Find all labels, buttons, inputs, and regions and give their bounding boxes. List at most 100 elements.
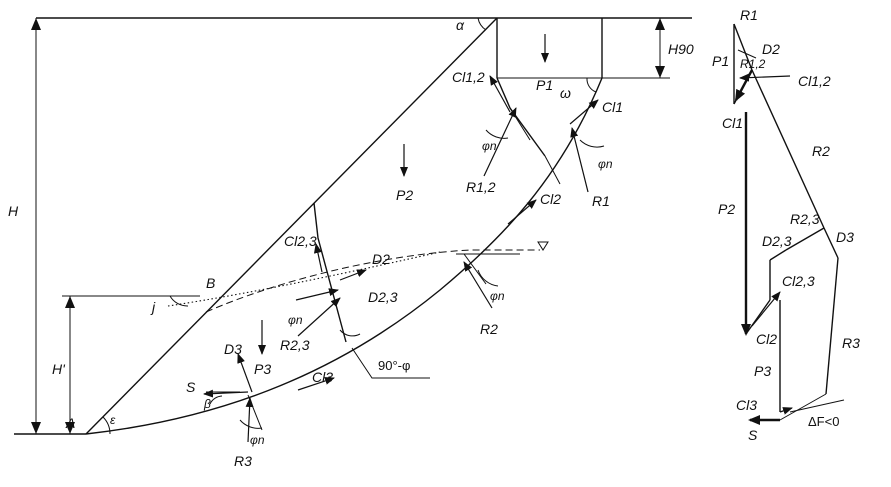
- poly-D2-seg: [737, 49, 757, 59]
- label-B: B: [206, 275, 215, 291]
- label-Cl1: Cl1: [602, 99, 623, 115]
- slope-face: [85, 17, 498, 435]
- label-Cl2: Cl2: [540, 191, 561, 207]
- poly-label-dF: ΔF<0: [808, 414, 839, 429]
- poly-R2: [751, 69, 825, 229]
- label-phin-2: φn: [490, 289, 505, 303]
- alpha-arc: [477, 17, 487, 31]
- poly-R23: [785, 227, 825, 251]
- label-Hprime: H': [52, 361, 66, 377]
- slope-labels: α H90 P1 ω Cl1,2 Cl1 φn φn R1,2 R1 P2 H …: [8, 17, 694, 469]
- epsilon-arc: [102, 416, 111, 435]
- arrow-Cl1: [569, 99, 599, 125]
- arrow-Cl2: [507, 199, 537, 225]
- slope-forces: [203, 34, 599, 443]
- label-D3: D3: [224, 341, 242, 357]
- ninety-phi-arc: [339, 329, 361, 337]
- arrow-S: [203, 389, 249, 398]
- failure-surface: [85, 77, 603, 435]
- label-j: j: [150, 299, 156, 315]
- label-omega: ω: [560, 85, 571, 101]
- poly-Cl2: [745, 299, 771, 335]
- poly-label-Cl3: Cl3: [736, 397, 757, 413]
- arrow-R1: [570, 127, 589, 193]
- poly-label-P2: P2: [718, 201, 735, 217]
- water-level-symbol: [537, 241, 549, 251]
- poly-D23: [769, 249, 787, 261]
- label-phin-23: φn: [288, 313, 303, 327]
- phin-arc-2: [477, 269, 499, 287]
- poly-label-Cl23: Cl2,3: [782, 273, 815, 289]
- label-S: S: [186, 379, 196, 395]
- label-P2: P2: [396, 187, 413, 203]
- arrow-Cl12: [489, 75, 511, 113]
- poly-D3: [823, 227, 839, 259]
- poly-Cl3: [779, 407, 793, 415]
- arrow-R3: [245, 397, 254, 443]
- poly-label-S: S: [748, 427, 758, 443]
- poly-Cl12: [739, 73, 791, 82]
- label-P3: P3: [254, 361, 271, 377]
- polygon-labels: R1 P1 D2 R1,2 Cl1,2 Cl1 R2 P2 R2,3 D3 D2…: [712, 7, 860, 443]
- boundary-2-3: [313, 202, 347, 343]
- poly-closing: [779, 393, 827, 421]
- normal-1: [544, 155, 561, 185]
- poly-Cl1: [734, 69, 754, 102]
- label-beta: β: [203, 397, 211, 411]
- poly-label-R12: R1,2: [740, 57, 766, 71]
- phin-arc-1: [579, 139, 605, 148]
- normal-2: [463, 253, 487, 285]
- phin-arc-12: [485, 129, 509, 139]
- label-R2: R2: [480, 321, 498, 337]
- beta-arc: [209, 395, 223, 405]
- water-table: [205, 249, 540, 313]
- force-polygon: [733, 23, 845, 425]
- poly-label-R2: R2: [812, 143, 830, 159]
- poly-label-Cl1: Cl1: [722, 115, 743, 131]
- poly-label-D23: D2,3: [762, 233, 792, 249]
- label-alpha: α: [456, 17, 465, 33]
- label-ninety-minus-phi: 90°-φ: [378, 358, 410, 373]
- label-phin-3: φn: [250, 433, 265, 447]
- label-H90: H90: [668, 41, 694, 57]
- omega-arc: [586, 77, 597, 93]
- poly-label-R3: R3: [842, 335, 860, 351]
- label-H: H: [8, 203, 19, 219]
- poly-Cl2-arrow: [751, 291, 781, 327]
- dotted-line-j: [167, 251, 441, 307]
- label-Cl3: Cl3: [312, 369, 333, 385]
- label-phin-1: φn: [598, 157, 613, 171]
- poly-R3: [825, 257, 839, 395]
- poly-dF-leader: [789, 399, 845, 413]
- poly-label-Cl12: Cl1,2: [798, 73, 831, 89]
- arrow-D2: [339, 269, 367, 281]
- j-arc: [169, 295, 189, 307]
- label-R12: R1,2: [466, 179, 496, 195]
- poly-label-D2: D2: [762, 41, 780, 57]
- label-D2: D2: [372, 251, 390, 267]
- arrow-Cl23: [313, 243, 323, 273]
- poly-label-R23: R2,3: [790, 211, 820, 227]
- label-phin-12: φn: [482, 139, 497, 153]
- poly-label-D3: D3: [836, 229, 854, 245]
- poly-label-P3: P3: [754, 363, 771, 379]
- poly-label-Cl2: Cl2: [756, 331, 777, 347]
- label-Cl23: Cl2,3: [284, 233, 317, 249]
- arrow-R23: [297, 297, 341, 337]
- arrow-R2: [463, 261, 493, 309]
- label-Cl12: Cl1,2: [452, 69, 485, 85]
- label-epsilon: ε: [110, 413, 116, 427]
- arrow-R12: [483, 107, 517, 177]
- label-R1: R1: [592, 193, 610, 209]
- arrow-D23: [295, 288, 339, 301]
- phin-arc-3: [239, 419, 263, 429]
- label-P1: P1: [536, 77, 553, 93]
- ninety-minus-phi-leader: [351, 347, 430, 379]
- label-R23: R2,3: [280, 337, 310, 353]
- label-R3: R3: [234, 453, 252, 469]
- label-D23: D2,3: [368, 289, 398, 305]
- label-A: A: [65, 415, 75, 431]
- arrow-D3: [237, 353, 253, 393]
